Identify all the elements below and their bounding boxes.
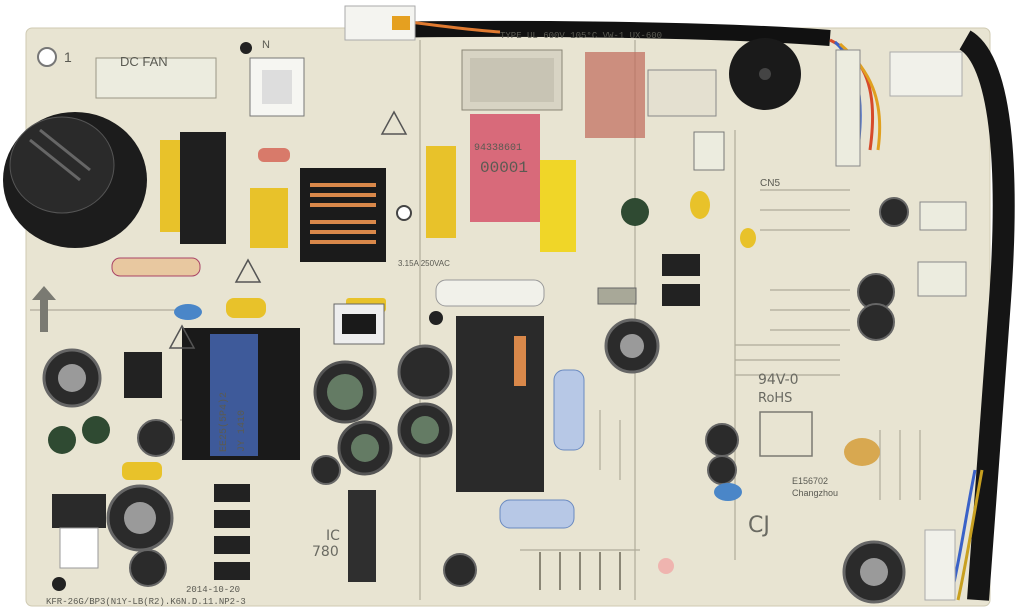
power-resistor — [111, 257, 201, 277]
fuse — [435, 279, 545, 307]
connector — [889, 51, 963, 97]
yellow-capacitor — [250, 188, 288, 248]
model-number: KFR-26G/BP3(N1Y-LB(R2).K6N.D.11.NP2-3 — [46, 597, 246, 607]
common-mode-choke — [300, 168, 386, 262]
cert-mark: CJ — [748, 513, 770, 538]
neutral-label: N — [262, 39, 270, 51]
transformer-print: EE25(5P4)2 — [218, 392, 230, 452]
cn5-label: CN5 — [760, 178, 780, 189]
choke — [180, 132, 226, 244]
mounting-hole — [396, 205, 412, 221]
mounting-hole — [240, 42, 252, 54]
ul-sub: Changzhou — [792, 488, 838, 498]
fuse-rating: 3.15A 250VAC — [398, 259, 450, 268]
wire-print: TYPE UL 600V 105°C VW-1 UX-600 — [500, 31, 662, 41]
rohs-mark: RoHS — [758, 391, 792, 406]
mounting-hole — [37, 47, 57, 67]
resistor — [553, 369, 585, 451]
dc-fan-label: DC FAN — [120, 54, 168, 69]
relay — [585, 52, 645, 138]
fuse-cap-value: 00001 — [480, 159, 528, 177]
ic-ref-label: IC — [326, 528, 340, 544]
ul-mark: E156702 — [792, 476, 828, 486]
arrow-marker — [32, 286, 56, 332]
capacitor-group — [42, 197, 909, 604]
yellow-capacitor — [426, 146, 456, 238]
yellow-capacitor — [540, 160, 576, 252]
fuse-cap-code: 94338601 — [474, 143, 522, 154]
side-cable — [958, 30, 1015, 601]
mounting-hole — [429, 311, 443, 325]
connector — [924, 529, 956, 601]
ic-part-label: 780 — [312, 544, 339, 560]
ic-chips — [124, 254, 700, 580]
date-code: 2014-10-20 — [186, 585, 240, 595]
board-rating: 94V-0 — [758, 372, 799, 388]
regulator — [52, 494, 106, 528]
corner-ref-label: 1 — [64, 49, 72, 65]
transformer-sub: JY 1410 — [237, 410, 248, 452]
ic-780 — [348, 490, 376, 582]
black-cable — [379, 20, 831, 46]
power-relay — [456, 316, 544, 492]
mounting-hole — [52, 577, 66, 591]
pink-capacitor — [470, 114, 540, 222]
transformer-label — [210, 334, 258, 456]
dc-fan-outline — [95, 57, 217, 99]
